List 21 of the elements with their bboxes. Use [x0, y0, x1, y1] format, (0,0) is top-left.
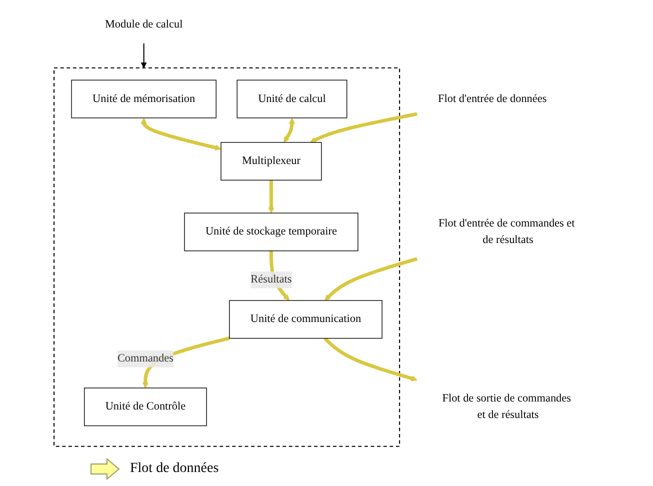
arrow	[324, 337, 418, 382]
node-box: Unité de stockage temporaire	[184, 212, 358, 252]
arrow	[324, 257, 418, 301]
node-box: Unité de communication	[229, 300, 382, 339]
arrow	[140, 118, 222, 151]
arrow	[310, 112, 418, 143]
node-box: Unité de Contrôle	[84, 388, 207, 426]
legend-text: Flot de données	[130, 461, 219, 477]
arrow	[284, 118, 296, 143]
node-text: Flot d'entrée de commandes et de résultats	[438, 217, 575, 246]
node-box: Multiplexeur	[220, 142, 322, 181]
cluster	[54, 67, 400, 447]
edge-label: Commandes	[117, 352, 174, 365]
node-text: Flot d'entrée de données	[438, 92, 547, 105]
node-text: Module de calcul	[104, 18, 183, 30]
edge-label: Résultats	[250, 274, 292, 286]
arrow	[140, 43, 147, 68]
node-text: Flot de sortie de commandes et de résultats	[442, 392, 571, 421]
arrow	[268, 180, 274, 214]
node-box: Unité de mémorisation	[71, 80, 216, 118]
node-box: Unité de calcul	[236, 80, 348, 118]
